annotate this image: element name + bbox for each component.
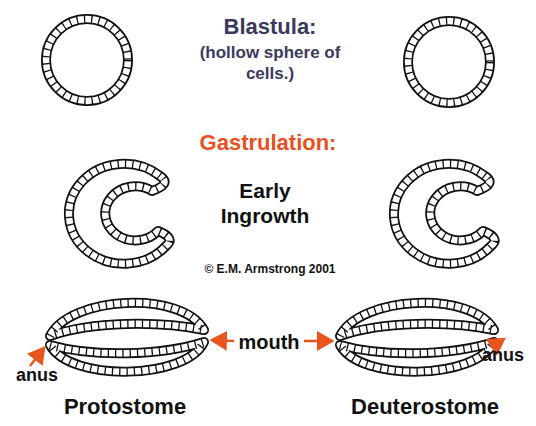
leader-arrow	[30, 348, 44, 366]
stage-heading: Gastrulation:	[160, 130, 376, 156]
blastula-right	[408, 21, 490, 103]
blastula-left	[46, 19, 128, 101]
stage-name: Early Ingrowth	[195, 178, 335, 228]
gastrula-left	[69, 164, 170, 264]
type-label: Protostome	[30, 394, 220, 420]
part-label: mouth	[232, 330, 306, 354]
protostome-embryo	[50, 303, 204, 372]
copyright-note: © E.M. Armstrong 2001	[170, 262, 370, 277]
stage-heading: Blastula:	[185, 14, 355, 40]
leader-arrow	[304, 340, 332, 343]
leader-arrow	[212, 340, 234, 341]
gastrula-right	[394, 164, 495, 264]
part-label: anus	[4, 364, 70, 386]
stage-description: (hollow sphere of cells.)	[195, 42, 345, 84]
part-label: anus	[470, 344, 536, 366]
deuterostome-embryo	[340, 303, 494, 372]
type-label: Deuterostome	[320, 394, 530, 420]
